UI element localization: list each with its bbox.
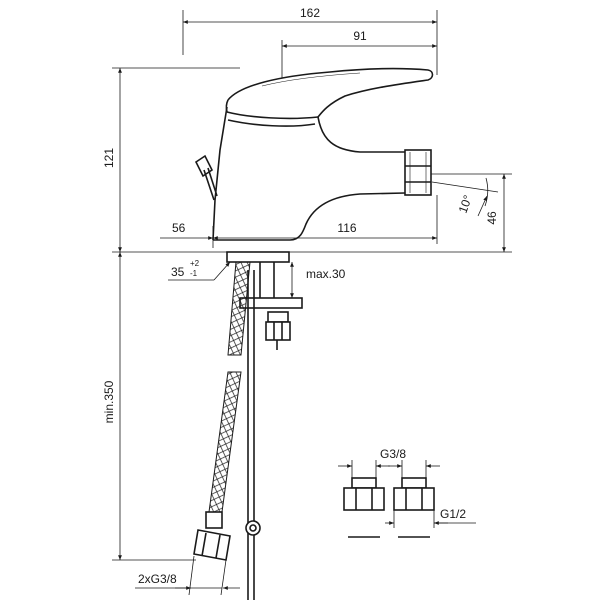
mounting-assembly — [226, 251, 303, 350]
dimension-adapter-in: G3/8 — [338, 447, 440, 478]
dimension-height: 121 — [102, 67, 240, 252]
dimension-label-g12: G1/2 — [440, 507, 466, 521]
adapter-left — [343, 477, 385, 538]
dimension-label-10deg: 10° — [456, 193, 475, 215]
dimension-spout-reach: 116 — [213, 195, 438, 244]
dimension-spout-handle: 91 — [281, 29, 437, 78]
dimension-spout-height: 46 — [430, 173, 512, 252]
dimension-hose-length: min.350 — [102, 252, 196, 561]
adapter-right — [393, 477, 435, 538]
tolerance-plus: +2 — [190, 259, 200, 268]
dimension-mount-hole: 35 +2 -1 — [168, 259, 231, 281]
dimension-label-121: 121 — [102, 148, 116, 168]
flexible-hose — [193, 261, 251, 561]
dimension-label-91: 91 — [353, 29, 367, 43]
tolerance-minus: -1 — [190, 269, 198, 278]
dimension-label-46: 46 — [485, 211, 499, 225]
popup-rod — [194, 154, 218, 201]
faucet-body — [212, 67, 434, 241]
dimension-label-116: 116 — [337, 221, 356, 235]
dimension-label-35: 35 — [171, 265, 185, 279]
dimension-base-offset: 56 — [160, 221, 214, 248]
dimension-label-2xg38: 2xG3/8 — [138, 572, 177, 586]
dimension-total-length: 162 — [182, 6, 438, 75]
dimension-adapter-out: G1/2 — [385, 507, 476, 528]
dimension-label-g38: G3/8 — [380, 447, 406, 461]
dimension-label-162: 162 — [300, 6, 320, 20]
dimension-deck-thickness: max.30 — [290, 262, 346, 298]
drain-rod — [245, 270, 261, 600]
dimension-label-56: 56 — [172, 221, 186, 235]
dimension-spout-angle: 10° — [431, 177, 499, 217]
dimension-hose-thread: 2xG3/8 — [135, 555, 240, 596]
dimension-label-min350: min.350 — [102, 380, 116, 423]
dimension-label-max30: max.30 — [306, 267, 346, 281]
